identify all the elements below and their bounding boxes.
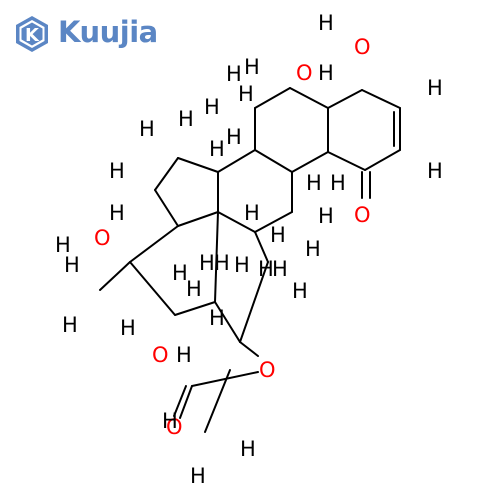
oxygen-atom: O: [94, 226, 111, 250]
hydrogen-atom: H: [176, 343, 192, 367]
hydrogen-atom: H: [64, 253, 80, 277]
hydrogen-atom: H: [209, 306, 225, 330]
bond-lines: [99, 87, 401, 433]
oxygen-atom: O: [166, 415, 183, 439]
oxygen-atom: O: [152, 343, 169, 367]
hydrogen-atom: H: [214, 251, 230, 275]
hydrogen-atom: H: [244, 55, 260, 79]
oxygen-atom: O: [354, 35, 371, 59]
hydrogen-atom: H: [209, 137, 225, 161]
oxygen-atom: O: [259, 358, 276, 382]
hydrogen-atom: H: [226, 62, 242, 86]
hydrogen-atom: H: [109, 159, 125, 183]
hydrogen-atom: H: [305, 237, 321, 261]
atom-labels: O O O O O O O H H H H H H H H H H H H H …: [55, 11, 443, 488]
logo-text: Kuujia: [58, 15, 158, 49]
logo-mark-letter: K: [25, 25, 40, 46]
hydrogen-atom: H: [330, 171, 346, 195]
hydrogen-atom: H: [427, 76, 443, 100]
hydrogen-atom: H: [238, 82, 254, 106]
oxygen-atom: O: [296, 61, 313, 85]
site-logo: K Kuujia: [12, 14, 162, 54]
hydrogen-atom: H: [204, 95, 220, 119]
hydrogen-atom: H: [318, 204, 334, 228]
hydrogen-atom: H: [318, 11, 334, 35]
hydrogen-atom: H: [258, 257, 274, 281]
hydrogen-atom: H: [427, 159, 443, 183]
hydrogen-atom: H: [306, 171, 322, 195]
hydrogen-atom: H: [109, 201, 125, 225]
hydrogen-atom: H: [270, 223, 286, 247]
hydrogen-atom: H: [190, 464, 206, 488]
hydrogen-atom: H: [292, 279, 308, 303]
hydrogen-atom: H: [186, 277, 202, 301]
hydrogen-atom: H: [272, 257, 288, 281]
hydrogen-atom: H: [240, 437, 256, 461]
hydrogen-atom: H: [55, 233, 71, 257]
oxygen-atom: O: [354, 203, 371, 227]
hydrogen-atom: H: [172, 261, 188, 285]
hydrogen-atom: H: [162, 409, 178, 433]
hydrogen-atom: H: [120, 316, 136, 340]
hydrogen-atom: H: [178, 107, 194, 131]
hydrogen-atom: H: [62, 313, 78, 337]
hydrogen-atom: H: [139, 117, 155, 141]
hydrogen-atom: H: [199, 251, 215, 275]
hydrogen-atom: H: [234, 253, 250, 277]
hydrogen-atom: H: [318, 61, 334, 85]
hydrogen-atom: H: [226, 125, 242, 149]
kuujia-logo-icon: K: [16, 16, 48, 52]
hydrogen-atom: H: [244, 201, 260, 225]
